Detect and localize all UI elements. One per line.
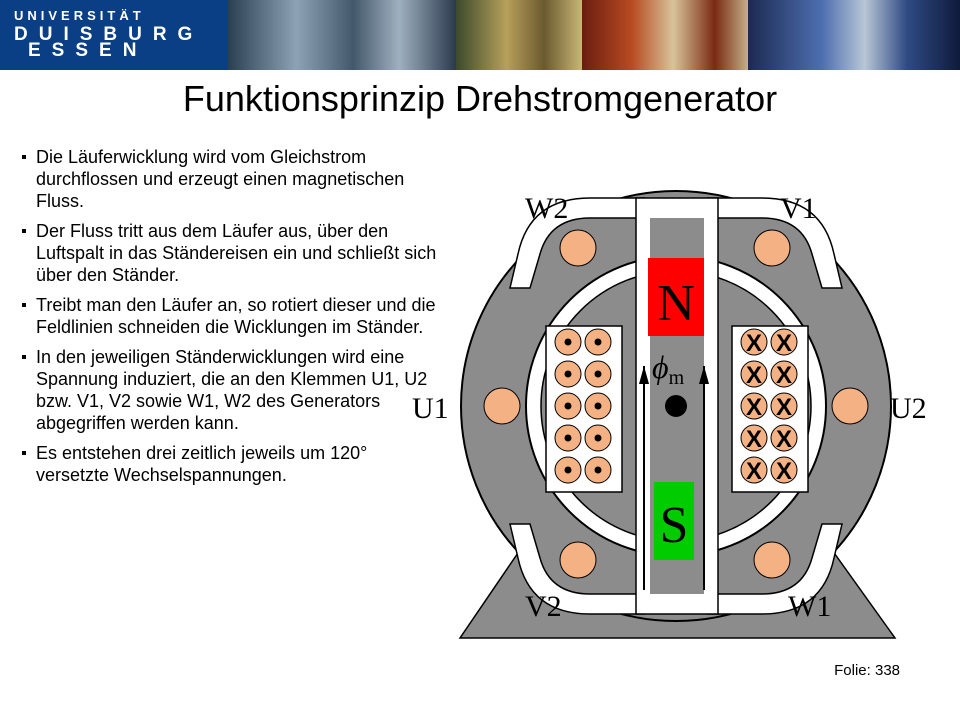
- flux-symbol-subscript: m: [669, 367, 685, 389]
- logo-line-1: UNIVERSITÄT: [14, 8, 145, 23]
- stator-slot-v1: [753, 229, 791, 267]
- paragraph-2: Der Fluss tritt aus dem Läufer aus, über…: [22, 220, 442, 286]
- header-photo-1: [228, 0, 456, 70]
- north-pole: [648, 258, 704, 336]
- flux-arrowhead-left: [639, 366, 649, 384]
- rotor-axis: [665, 395, 687, 417]
- header-banner: UNIVERSITÄT DUISBURG ESSEN: [0, 0, 960, 70]
- terminal-label-u1: U1: [412, 392, 449, 425]
- slide-number: Folie: 338: [834, 662, 900, 679]
- cross-mark: X: [776, 394, 792, 421]
- paragraph-3: Treibt man den Läufer an, so rotiert die…: [22, 294, 442, 338]
- terminal-label-v1: V1: [780, 192, 817, 225]
- coil-left-conductors: [554, 328, 612, 484]
- stator-slot-u2: [831, 387, 869, 425]
- generator-diagram: N S ϕm X X X X X X X: [412, 190, 927, 639]
- south-pole-label: S: [660, 497, 689, 554]
- header-photo-2: [456, 0, 582, 70]
- terminal-label-w1: W1: [788, 590, 831, 623]
- terminal-label-v2: V2: [525, 590, 562, 623]
- north-pole-label: N: [657, 275, 695, 332]
- header-photo-4: [748, 0, 960, 70]
- paragraph-1: Die Läuferwicklung wird vom Gleichstrom …: [22, 146, 442, 212]
- cross-mark: X: [776, 330, 792, 357]
- cross-mark: X: [746, 426, 762, 453]
- text-body: Die Läuferwicklung wird vom Gleichstrom …: [22, 146, 442, 494]
- header-photo-3: [582, 0, 748, 70]
- paragraph-4: In den jeweiligen Ständerwicklungen wird…: [22, 346, 442, 434]
- terminal-label-u2: U2: [890, 392, 927, 425]
- south-pole: [654, 482, 694, 560]
- paragraph-5: Es entstehen drei zeitlich jeweils um 12…: [22, 442, 442, 486]
- cross-mark: X: [776, 362, 792, 389]
- flux-symbol-phi: ϕ: [652, 349, 669, 385]
- logo-line-2: DUISBURG: [14, 24, 204, 45]
- logo-line-3: ESSEN: [28, 40, 148, 61]
- flux-arrowhead-right: [699, 366, 709, 384]
- cross-mark: X: [776, 426, 792, 453]
- university-logo: UNIVERSITÄT DUISBURG ESSEN: [0, 0, 228, 70]
- cross-mark: X: [746, 458, 762, 485]
- cross-mark: X: [776, 458, 792, 485]
- stator-slot-u1: [483, 387, 521, 425]
- cross-mark: X: [746, 394, 762, 421]
- stator-slot-w2: [559, 229, 597, 267]
- slide-title: Funktionsprinzip Drehstromgenerator: [182, 78, 778, 119]
- stator-slot-w1: [753, 541, 791, 579]
- cross-mark: X: [746, 330, 762, 357]
- cross-mark: X: [746, 362, 762, 389]
- terminal-label-w2: W2: [525, 192, 568, 225]
- stator-slot-v2: [559, 541, 597, 579]
- flux-symbol: ϕm: [652, 349, 685, 389]
- coil-right-conductors: [740, 328, 798, 484]
